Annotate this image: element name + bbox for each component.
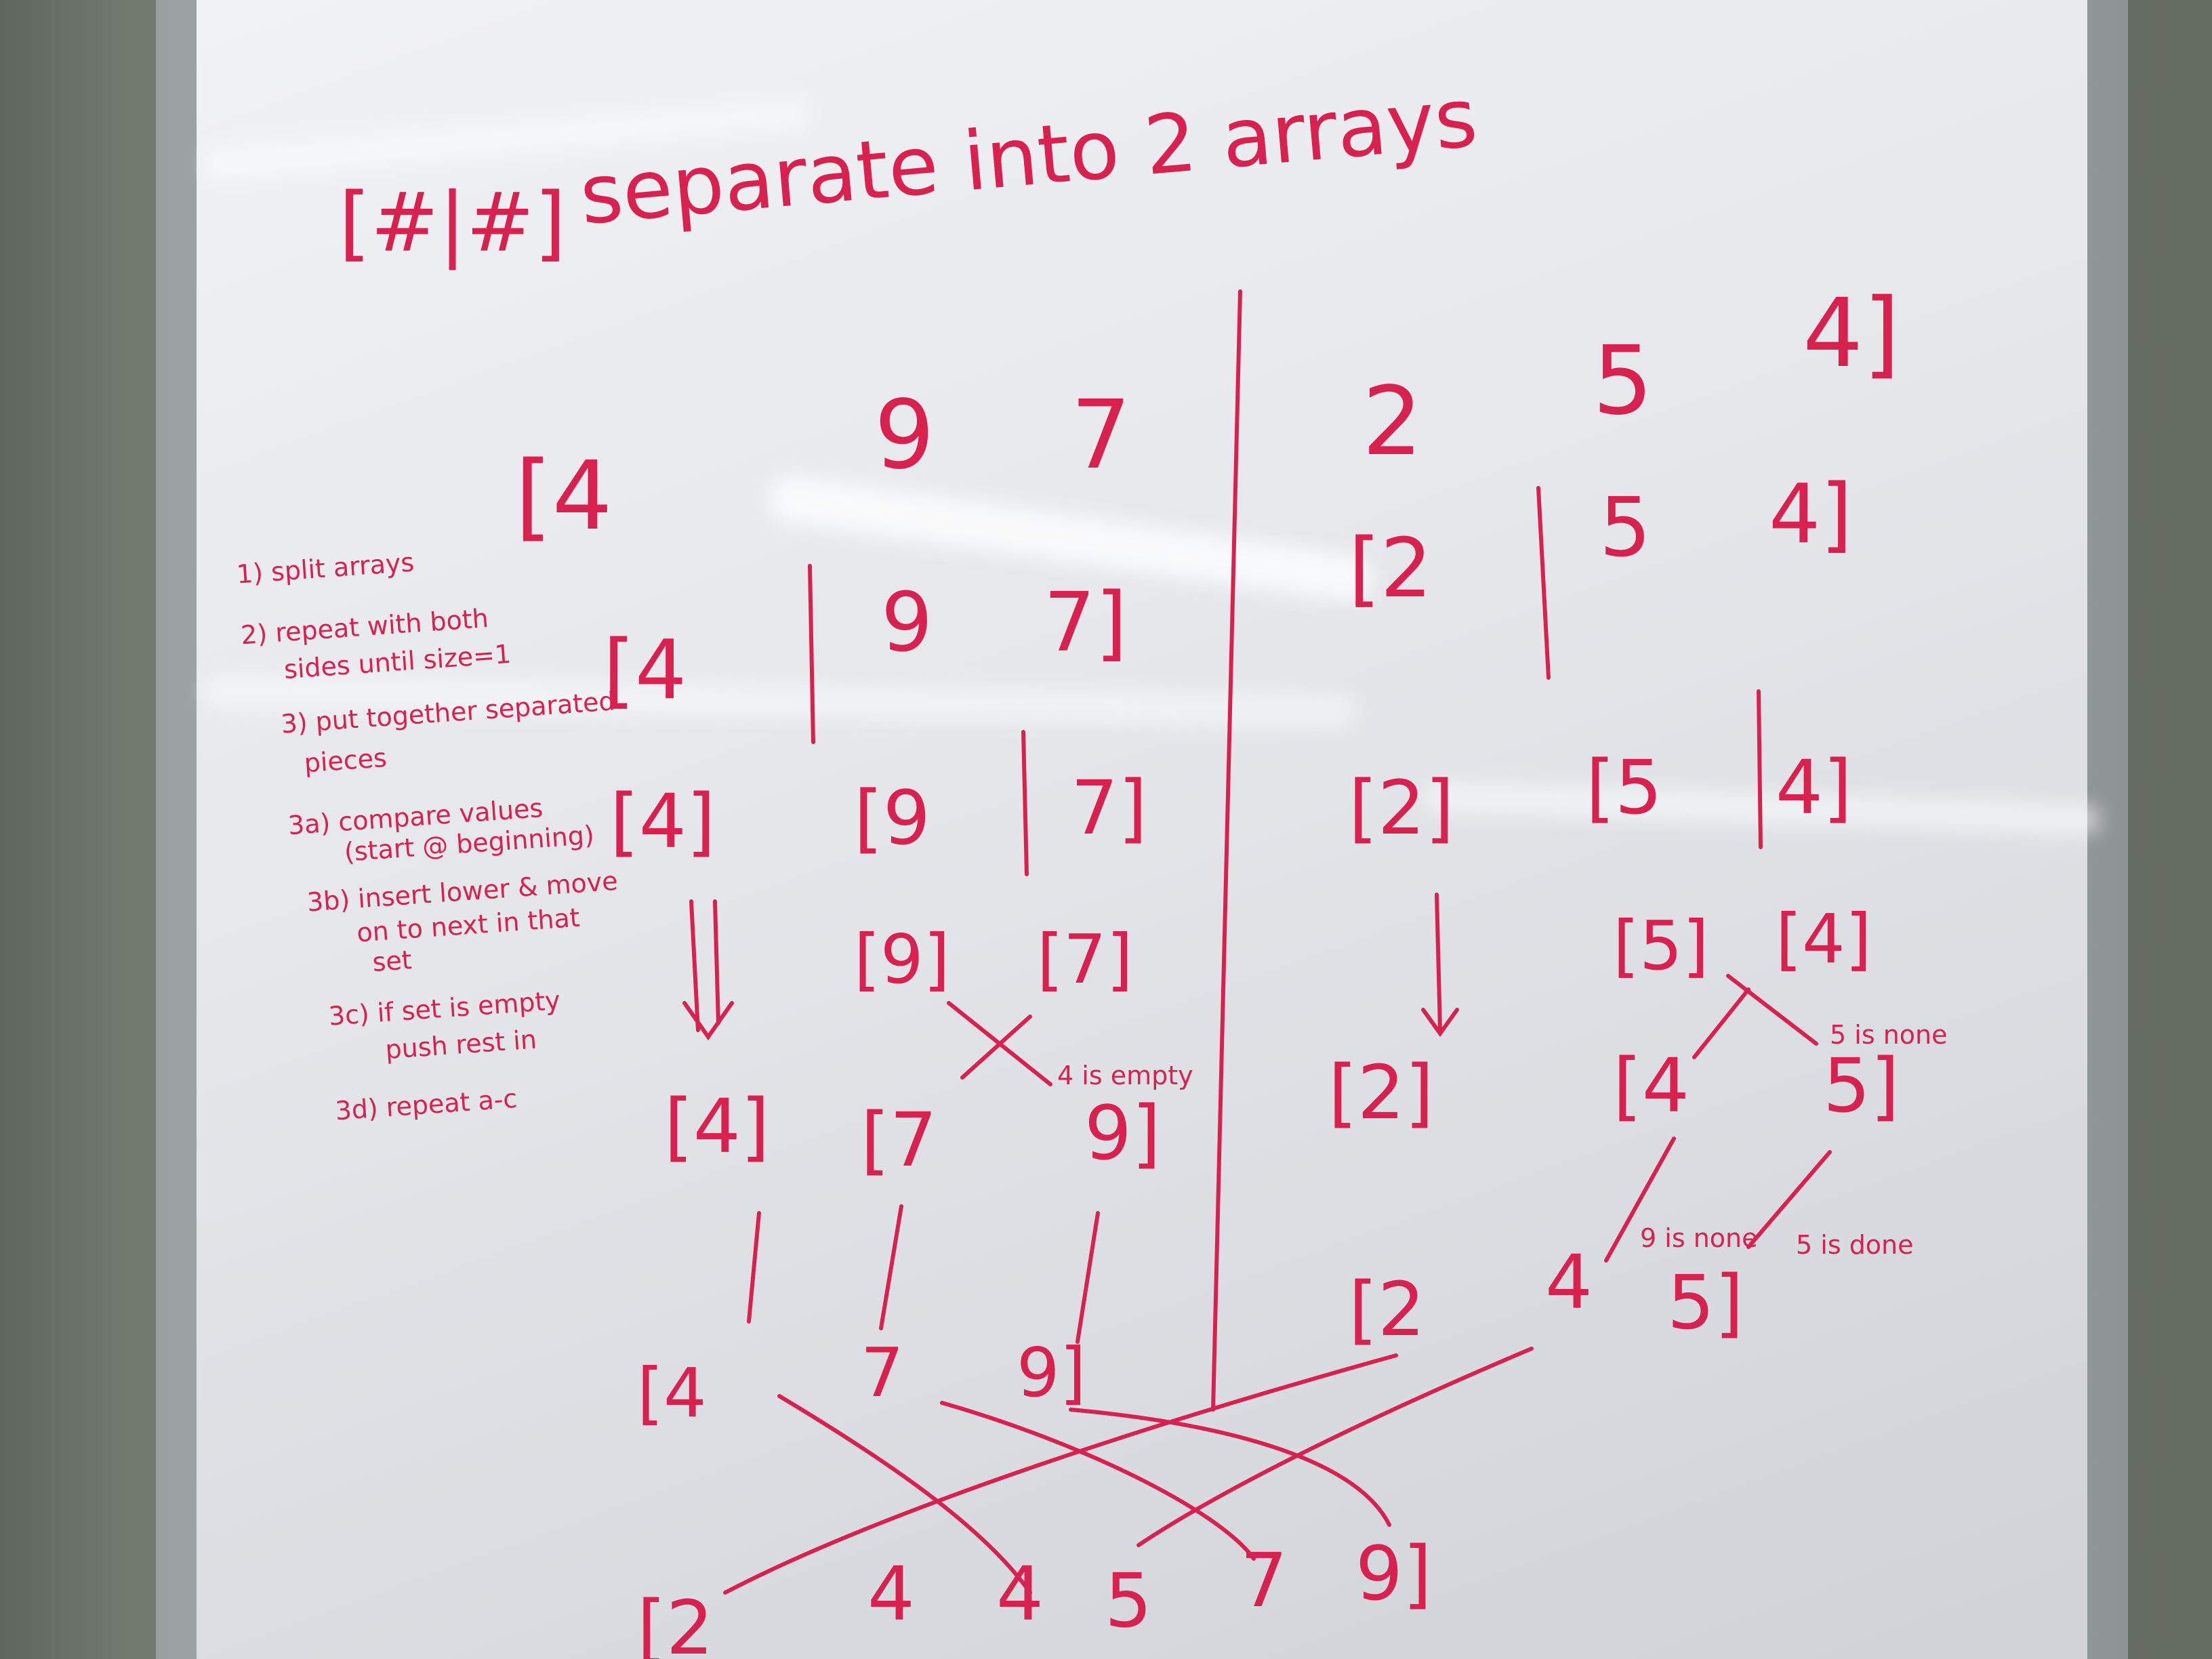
- step-line: sides until size=1: [283, 639, 512, 684]
- array-element: 9]: [1084, 1090, 1161, 1176]
- array-element: 4: [867, 1551, 915, 1637]
- array-element: 5]: [1823, 1042, 1900, 1129]
- array-element: 4]: [1769, 468, 1852, 562]
- array-element: 7: [1071, 380, 1131, 491]
- title-text: separate into 2 arrays: [576, 71, 1481, 243]
- array-element: [4]: [1776, 899, 1872, 979]
- array-row-7: [4 7 9]: [637, 1333, 1086, 1433]
- array-element: 4: [996, 1551, 1044, 1637]
- array-element: [7]: [1037, 920, 1133, 999]
- array-element: [4: [1613, 1042, 1689, 1129]
- array-element: 9: [881, 576, 933, 670]
- whiteboard-surface: [197, 0, 2087, 1659]
- final-merge-lines: [723, 1347, 1534, 1595]
- array-element: [4: [637, 1353, 707, 1433]
- array-element: 2: [1362, 367, 1422, 477]
- array-element: [4: [603, 623, 687, 718]
- merge-arrows: [1604, 1136, 1832, 1263]
- steps-list: 1) split arrays 2) repeat with both side…: [236, 547, 619, 1126]
- array-element: 7]: [1071, 764, 1147, 851]
- step-line: set: [371, 945, 413, 977]
- merge-arrows: [747, 1204, 1100, 1344]
- title-prefix: [#|#]: [339, 176, 566, 270]
- split-line: [1536, 486, 1551, 680]
- array-element: [2: [1349, 522, 1432, 616]
- array-element: [7: [861, 1097, 937, 1183]
- note: 5 is done: [1796, 1230, 1914, 1260]
- array-row-4: [9] [7] [5] [4]: [854, 899, 1872, 999]
- array-element: 7]: [1044, 576, 1127, 670]
- array-row-0: [4 9 7 2 5 4]: [515, 279, 1900, 552]
- array-element: 5: [1599, 481, 1651, 575]
- array-row-3: [4] [9 7] [2] [5 4]: [610, 744, 1852, 865]
- array-row-6: [2 4 5]: [1349, 1239, 1744, 1353]
- array-element: 9]: [1017, 1333, 1086, 1412]
- array-element: [9: [854, 775, 930, 861]
- split-line: [1757, 689, 1763, 849]
- array-element: [2]: [1328, 1049, 1434, 1136]
- split-line: [1021, 730, 1029, 876]
- array-element: 7: [861, 1333, 904, 1412]
- array-element: [2]: [1349, 764, 1454, 851]
- array-element: [2: [1349, 1266, 1425, 1353]
- array-element: [5]: [1613, 906, 1709, 985]
- array-element: [5: [1586, 744, 1662, 831]
- array-element: 9]: [1355, 1530, 1432, 1617]
- array-element: [4]: [664, 1083, 770, 1170]
- array-element: 5: [1593, 326, 1653, 436]
- note: 9 is none: [1640, 1223, 1758, 1253]
- step-line: 3) put together separated: [280, 686, 616, 739]
- array-row-8: [2 4 4 5 7 9]: [637, 1530, 1432, 1659]
- array-element: [2: [637, 1584, 714, 1659]
- array-element: [4: [515, 441, 613, 552]
- step-line: push rest in: [384, 1025, 537, 1065]
- array-element: 7: [1240, 1537, 1288, 1624]
- array-element: [9]: [854, 920, 950, 999]
- step-line: 1) split arrays: [236, 547, 415, 589]
- note: 4 is empty: [1057, 1061, 1193, 1090]
- array-element: [4]: [610, 778, 716, 865]
- center-divider: [1211, 289, 1242, 1412]
- array-element: 9: [874, 380, 935, 491]
- down-arrow: [1421, 893, 1459, 1038]
- array-row-5: [4] [7 9] [2] [4 5]: [664, 1042, 1900, 1183]
- split-line: [808, 564, 815, 744]
- array-element: 5]: [1667, 1259, 1744, 1346]
- array-element: 4]: [1776, 744, 1852, 831]
- step-line: pieces: [303, 743, 388, 778]
- step-line: 3d) repeat a-c: [334, 1084, 518, 1126]
- array-row-1: [4 9 7] [2 5 4]: [603, 468, 1852, 718]
- cross-arrows: [1692, 974, 1818, 1059]
- array-element: 4]: [1803, 279, 1900, 389]
- down-arrow: [682, 899, 734, 1041]
- cross-arrows: [947, 1001, 1052, 1086]
- note: 5 is none: [1830, 1020, 1948, 1050]
- array-element: 5: [1105, 1557, 1152, 1644]
- array-element: 4: [1545, 1239, 1593, 1326]
